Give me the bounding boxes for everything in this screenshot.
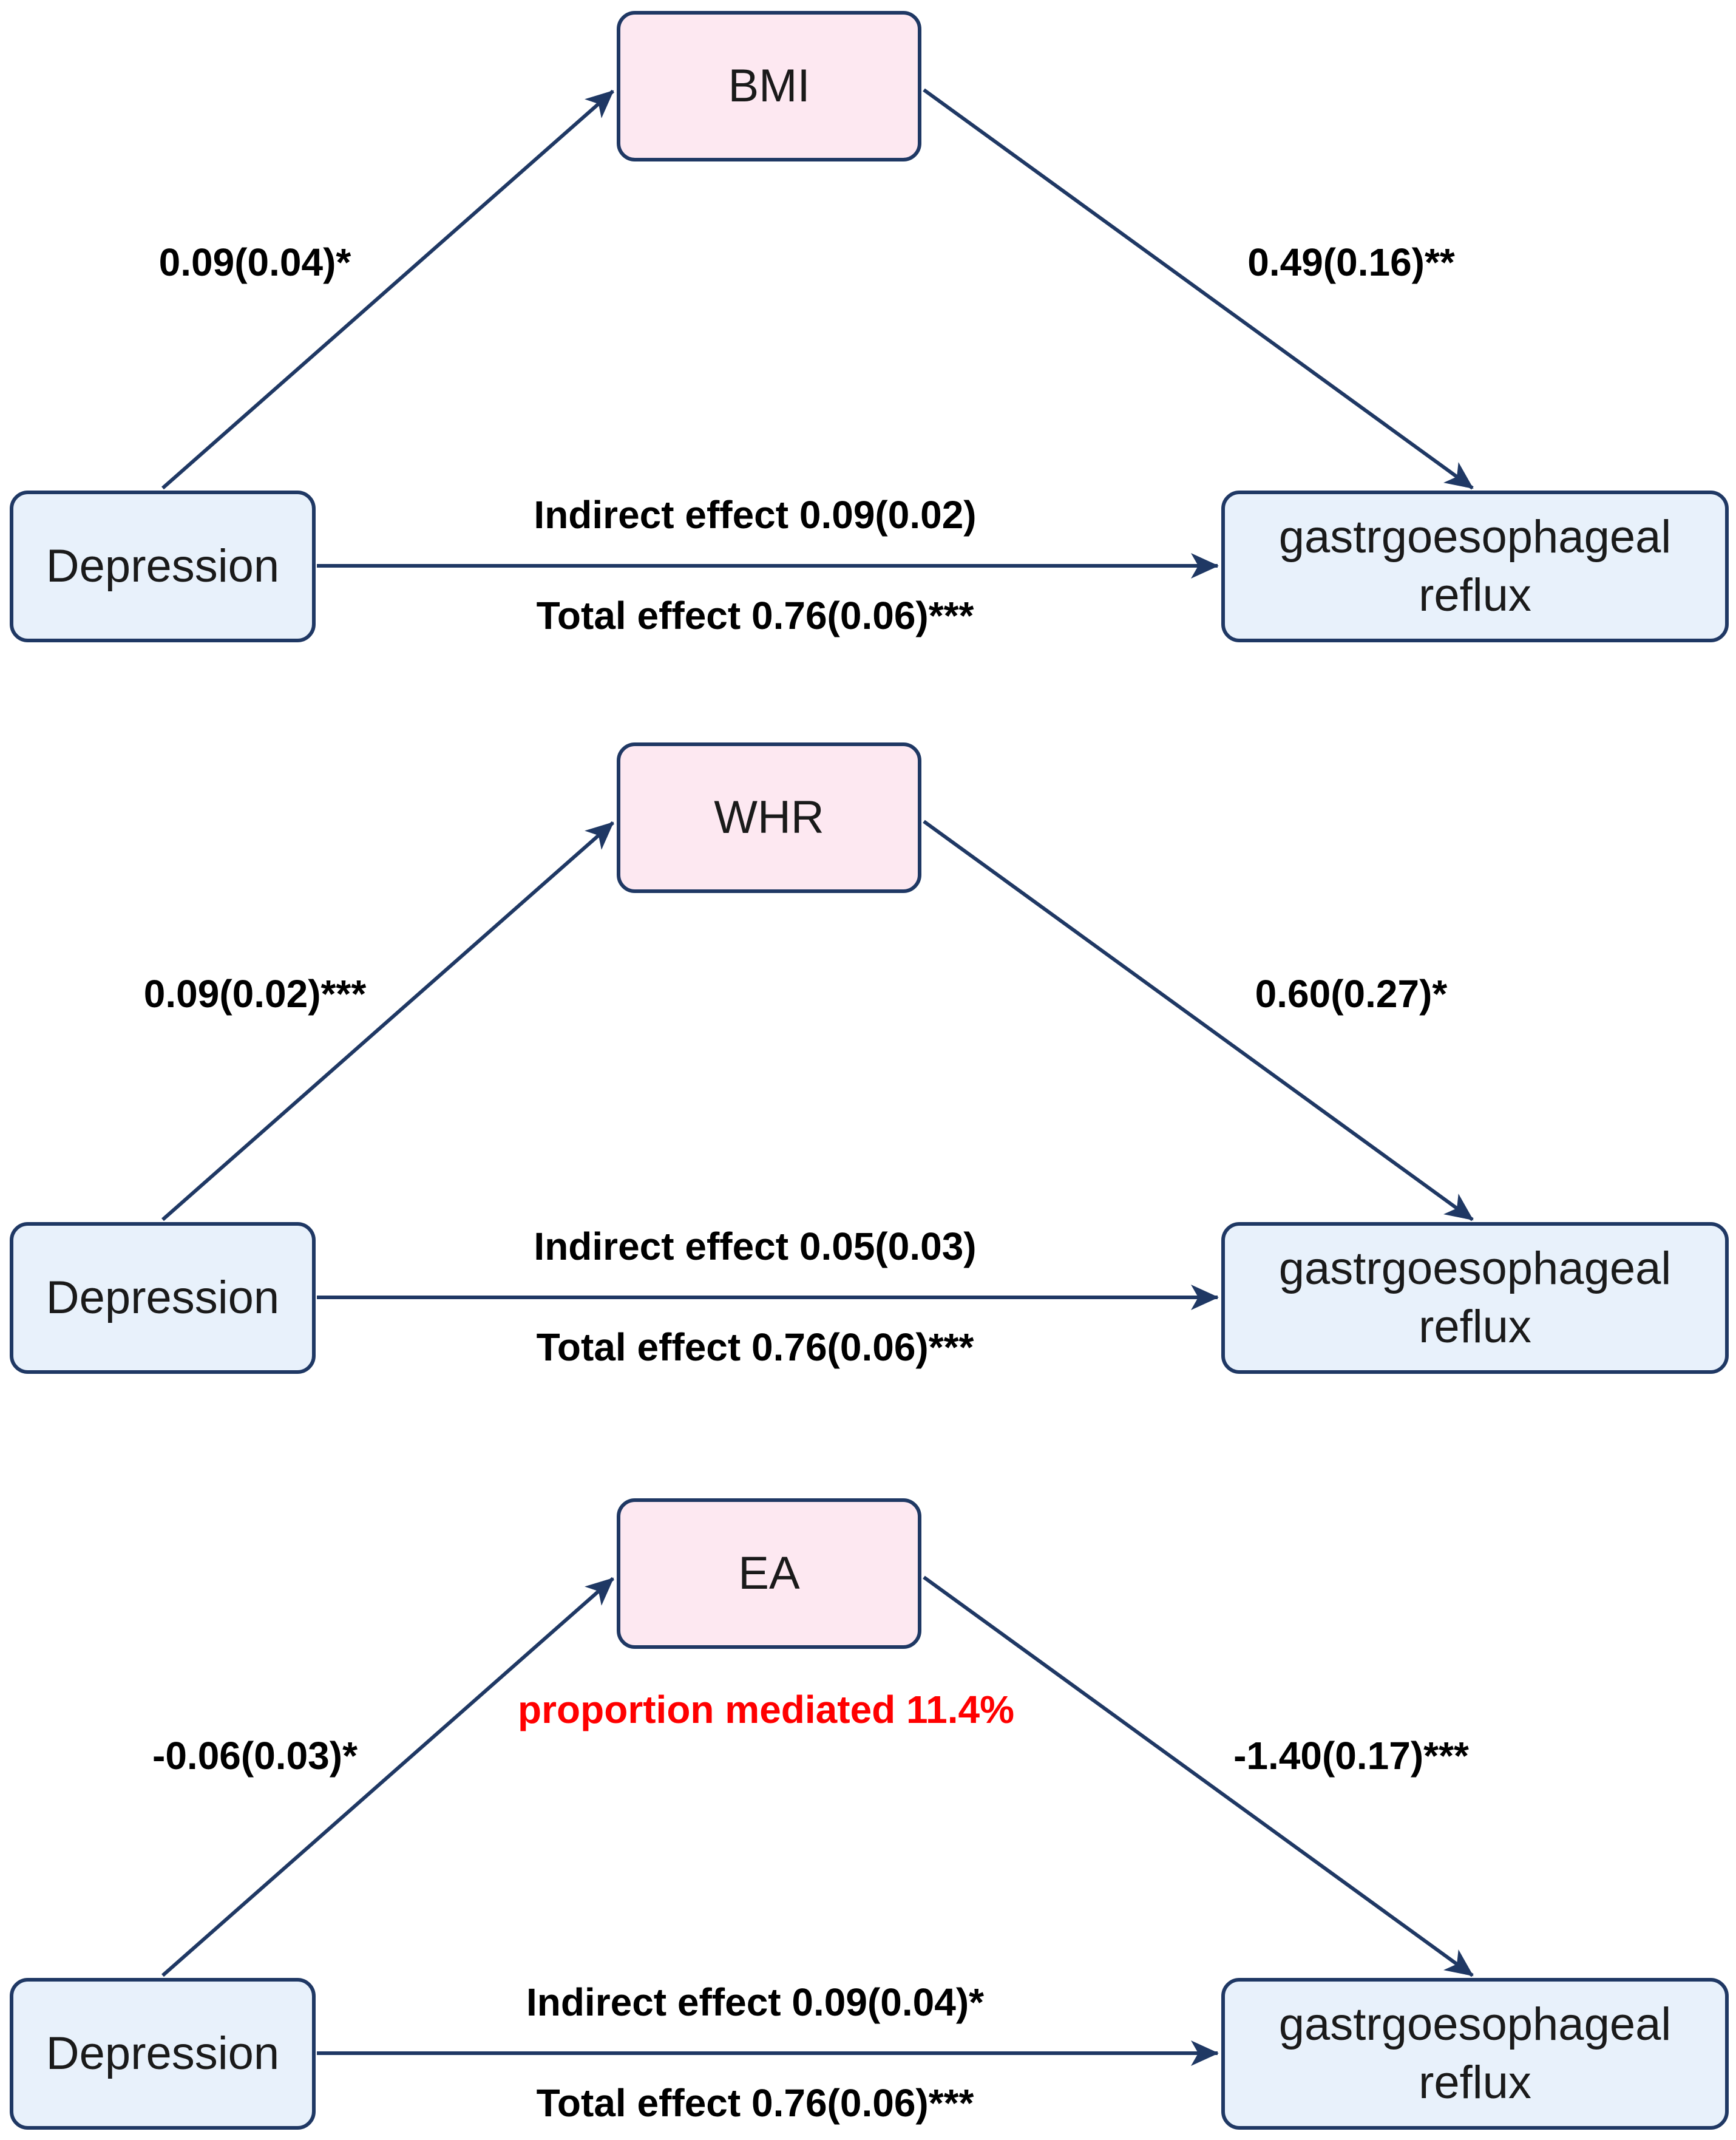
source-label: Depression	[46, 540, 280, 592]
outcome-label-line1: gastrgoesophageal	[1278, 511, 1672, 563]
mediation-panel-bmi: BMI Depression gastrgoesophageal reflux …	[0, 0, 1736, 644]
mediator-node: EA	[617, 1498, 921, 1649]
outcome-node: gastrgoesophageal reflux	[1221, 491, 1729, 642]
mediator-node: BMI	[617, 11, 921, 161]
path-b-arrow	[923, 820, 1474, 1221]
outcome-label: gastrgoesophageal reflux	[1279, 1996, 1672, 2112]
path-b-coefficient: 0.60(0.27)*	[1255, 972, 1448, 1016]
total-effect-label: Total effect 0.76(0.06)***	[536, 594, 974, 637]
mediator-label: WHR	[714, 792, 824, 843]
path-a-arrow	[161, 821, 614, 1221]
source-label: Depression	[46, 1272, 280, 1323]
source-node: Depression	[10, 1222, 316, 1374]
outcome-label-line1: gastrgoesophageal	[1278, 1243, 1672, 1294]
mediator-label: BMI	[728, 60, 810, 112]
indirect-effect-label: Indirect effect 0.09(0.02)	[534, 493, 977, 537]
outcome-label: gastrgoesophageal reflux	[1279, 508, 1672, 625]
mediator-label: EA	[738, 1547, 800, 1599]
source-label: Depression	[46, 2028, 280, 2079]
mediation-panel-whr: WHR Depression gastrgoesophageal reflux …	[0, 732, 1736, 1375]
path-a-coefficient: -0.06(0.03)*	[152, 1734, 358, 1778]
total-effect-label: Total effect 0.76(0.06)***	[536, 1325, 974, 1369]
outcome-node: gastrgoesophageal reflux	[1221, 1222, 1729, 1374]
path-b-arrow	[923, 88, 1474, 490]
outcome-label: gastrgoesophageal reflux	[1279, 1240, 1672, 1356]
mediator-node: WHR	[617, 742, 921, 893]
path-a-coefficient: 0.09(0.04)*	[158, 240, 351, 284]
indirect-effect-label: Indirect effect 0.05(0.03)	[534, 1225, 977, 1268]
path-a-arrow	[161, 1577, 614, 1977]
source-node: Depression	[10, 1978, 316, 2130]
indirect-effect-label: Indirect effect 0.09(0.04)*	[526, 1980, 985, 2024]
proportion-mediated-label: proportion mediated 11.4%	[518, 1688, 1014, 1731]
path-a-arrow	[161, 89, 614, 490]
panel-3-arrows	[161, 1575, 1474, 2066]
panel-2-arrows	[161, 820, 1474, 1310]
outcome-label-line2: reflux	[1419, 569, 1531, 621]
outcome-node: gastrgoesophageal reflux	[1221, 1978, 1729, 2130]
panel-1-arrows	[161, 88, 1474, 579]
source-node: Depression	[10, 491, 316, 642]
outcome-label-line1: gastrgoesophageal	[1278, 1999, 1672, 2050]
outcome-label-line2: reflux	[1419, 2057, 1531, 2108]
path-b-coefficient: 0.49(0.16)**	[1247, 240, 1455, 284]
mediation-panel-ea: EA Depression gastrgoesophageal reflux p…	[0, 1487, 1736, 2131]
path-b-arrow	[923, 1575, 1474, 1977]
path-b-coefficient: -1.40(0.17)***	[1233, 1734, 1469, 1778]
total-effect-label: Total effect 0.76(0.06)***	[536, 2081, 974, 2125]
outcome-label-line2: reflux	[1419, 1301, 1531, 1353]
path-a-coefficient: 0.09(0.02)***	[143, 972, 367, 1016]
